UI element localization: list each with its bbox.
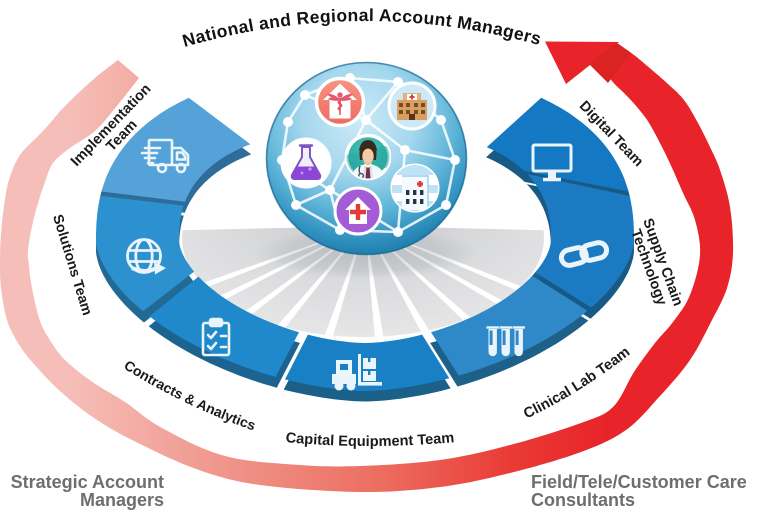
svg-text:Field/Tele/Customer Care: Field/Tele/Customer Care xyxy=(531,472,747,492)
svg-text:Capital Equipment Team: Capital Equipment Team xyxy=(285,430,455,450)
svg-text:Strategic Account: Strategic Account xyxy=(11,472,164,492)
svg-text:Managers: Managers xyxy=(80,490,164,510)
svg-text:Consultants: Consultants xyxy=(531,490,635,510)
